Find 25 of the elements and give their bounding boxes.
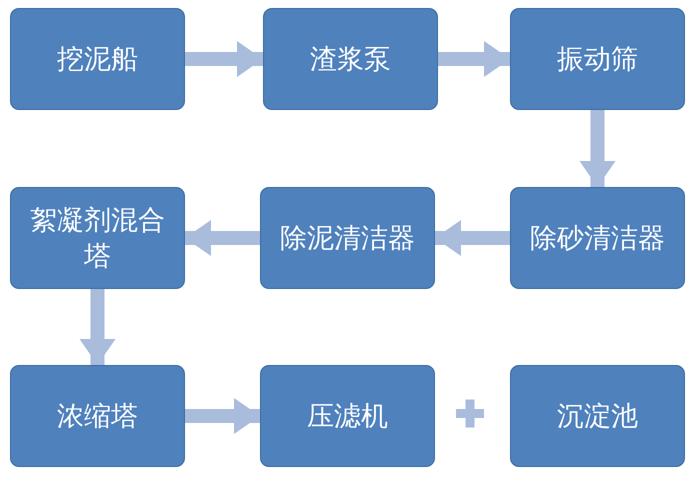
- arrow: [185, 41, 263, 77]
- arrow: [185, 398, 260, 434]
- box-label: 渣浆泵: [310, 43, 391, 76]
- process-box: [10, 8, 185, 110]
- box-label: 振动筛: [557, 43, 638, 76]
- box-label: 沉淀池: [557, 400, 638, 433]
- process-box: [10, 365, 185, 467]
- process-box: [10, 187, 185, 289]
- process-box: [510, 365, 685, 467]
- arrow: [435, 220, 510, 256]
- process-box: [510, 8, 685, 110]
- box-label: 挖泥船: [57, 43, 138, 76]
- arrow: [438, 41, 510, 77]
- arrow: [185, 220, 260, 256]
- box-label: 除砂清洁器: [530, 222, 665, 255]
- process-box: [510, 187, 685, 289]
- process-box: [263, 8, 438, 110]
- arrow: [580, 110, 616, 187]
- box-label: 絮凝剂混合塔: [29, 204, 166, 273]
- box-label: 压滤机: [307, 400, 388, 433]
- process-box: [260, 187, 435, 289]
- box-label: 浓缩塔: [57, 400, 138, 433]
- box-label: 除泥清洁器: [280, 222, 415, 255]
- process-box: [260, 365, 435, 467]
- arrow: [80, 289, 116, 365]
